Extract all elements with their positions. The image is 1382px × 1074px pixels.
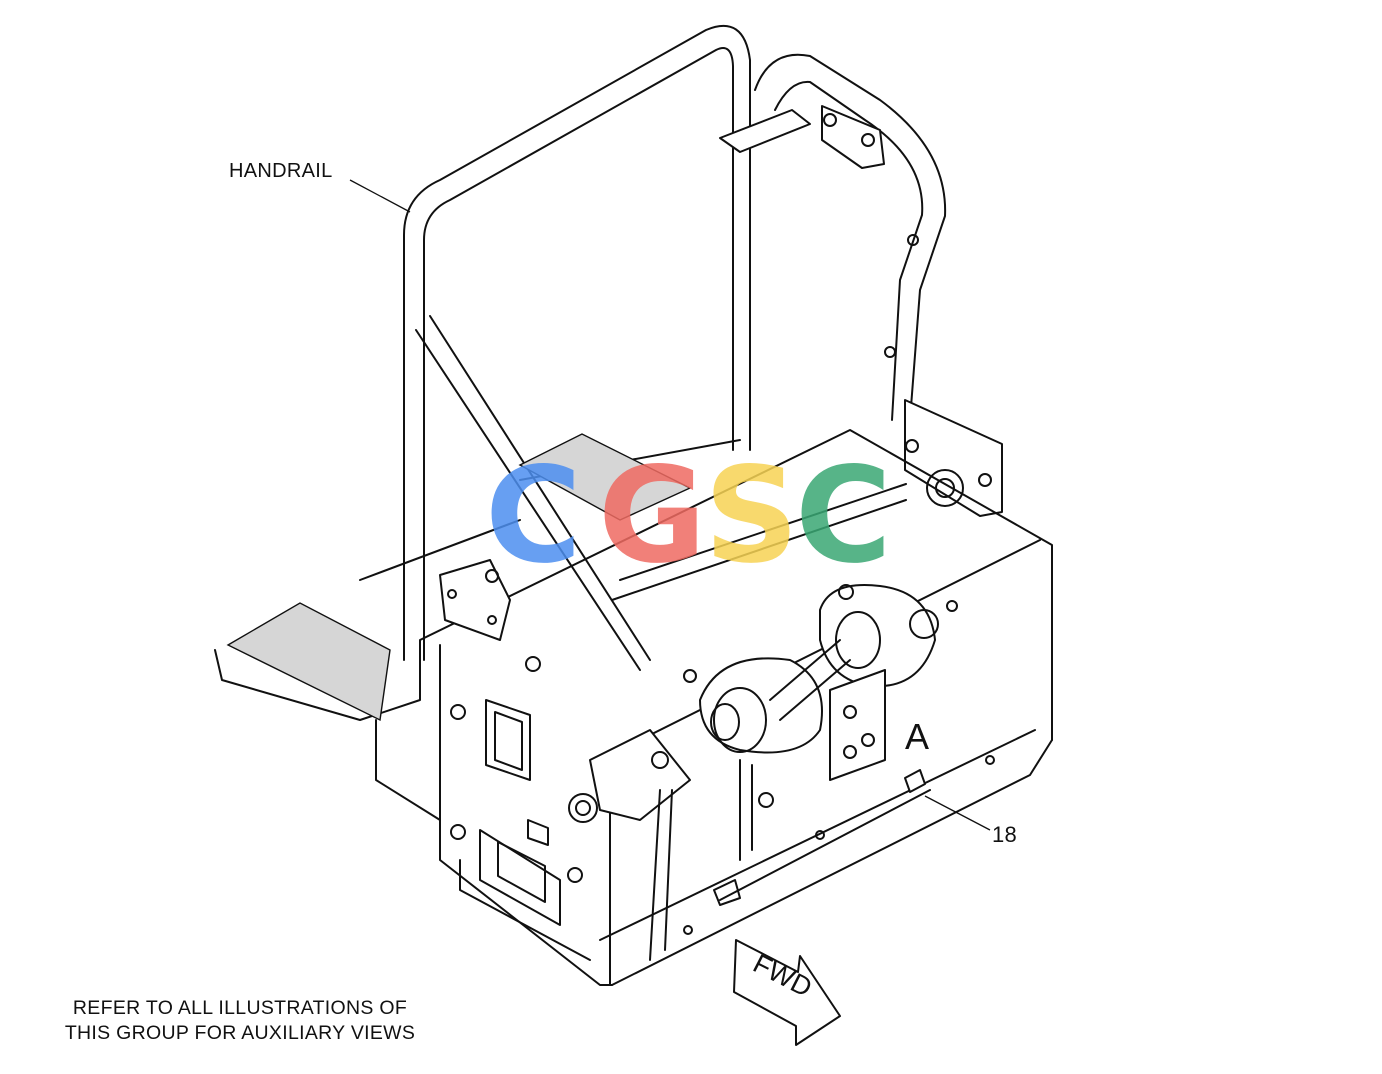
tread-plates [226, 433, 692, 722]
reference-note-line-1: REFER TO ALL ILLUSTRATIONS OF [72, 997, 408, 1019]
view-a-label: A [905, 716, 930, 757]
fwd-arrow: FWD [733, 939, 841, 1046]
reference-note-line-2: THIS GROUP FOR AUXILIARY VIEWS [64, 1022, 416, 1044]
reference-note: REFER TO ALL ILLUSTRATIONS OF THIS GROUP… [40, 996, 440, 1046]
watermark-letter-1: C [485, 439, 582, 593]
callout-18-leader-line [924, 795, 991, 831]
watermark-letter-2: G [598, 439, 707, 593]
platform-body [214, 429, 1053, 986]
watermark-letter-4: C [795, 439, 892, 593]
callout-18-label: 18 [992, 822, 1018, 847]
drive-shaft-assembly [568, 584, 939, 961]
handrail-drawing [403, 24, 1003, 671]
watermark-letter-3: S [704, 439, 800, 593]
handrail-label: HANDRAIL [229, 160, 333, 182]
handrail-leader-line [349, 179, 411, 213]
